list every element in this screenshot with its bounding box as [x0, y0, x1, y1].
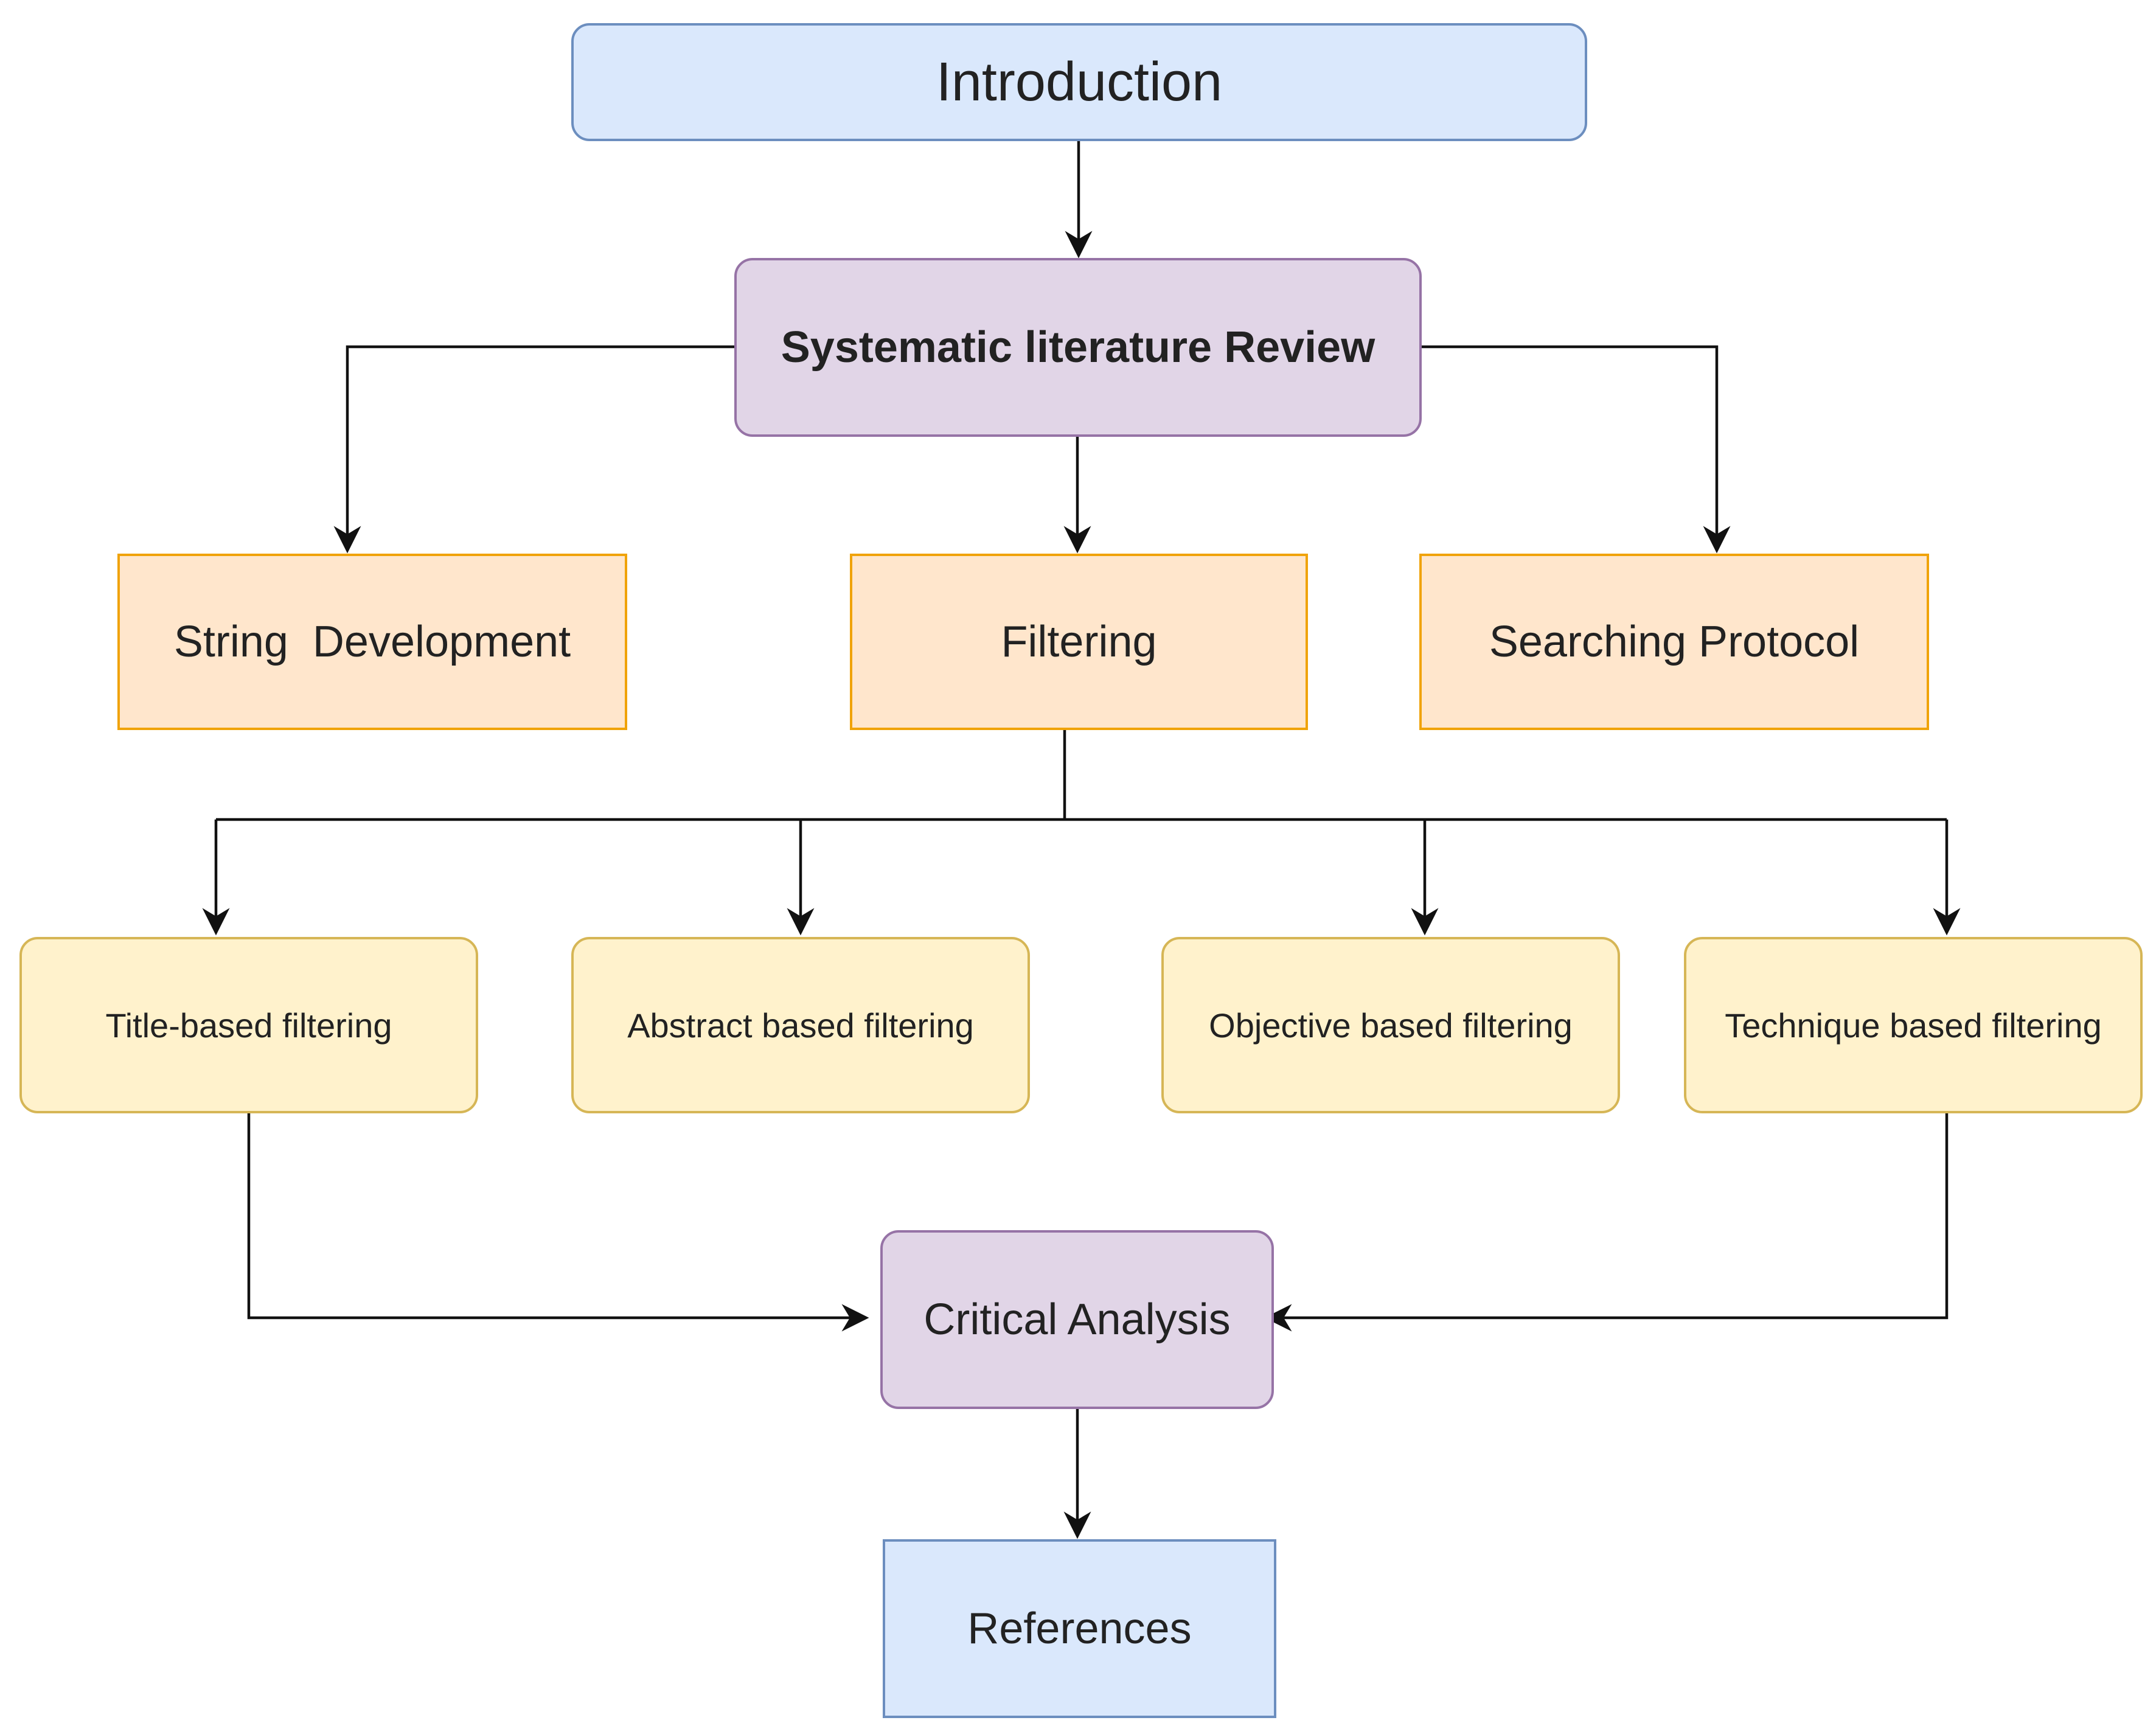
arrow-slr-to-searching-protocol: [1421, 345, 1731, 554]
title-based-filtering-box: Title-based filtering: [19, 937, 478, 1113]
critical-analysis-box: Critical Analysis: [880, 1230, 1274, 1409]
string-development-box: String Development: [117, 554, 627, 730]
technique-based-filtering-box: Technique based filtering: [1684, 937, 2143, 1113]
references-box: References: [883, 1539, 1276, 1718]
arrow-technique-to-critical-analysis: [1264, 1113, 1949, 1332]
arrow-slr-to-string-development: [333, 345, 735, 554]
searching-protocol-box: Searching Protocol: [1419, 554, 1929, 730]
objective-based-filtering-box: Objective based filtering: [1161, 937, 1620, 1113]
introduction-box: Introduction: [571, 23, 1587, 141]
abstract-based-filtering-box: Abstract based filtering: [571, 937, 1030, 1113]
systematic-literature-review-box: Systematic literature Review: [734, 258, 1422, 437]
filtering-box: Filtering: [850, 554, 1308, 730]
arrow-title-to-critical-analysis: [247, 1113, 869, 1332]
